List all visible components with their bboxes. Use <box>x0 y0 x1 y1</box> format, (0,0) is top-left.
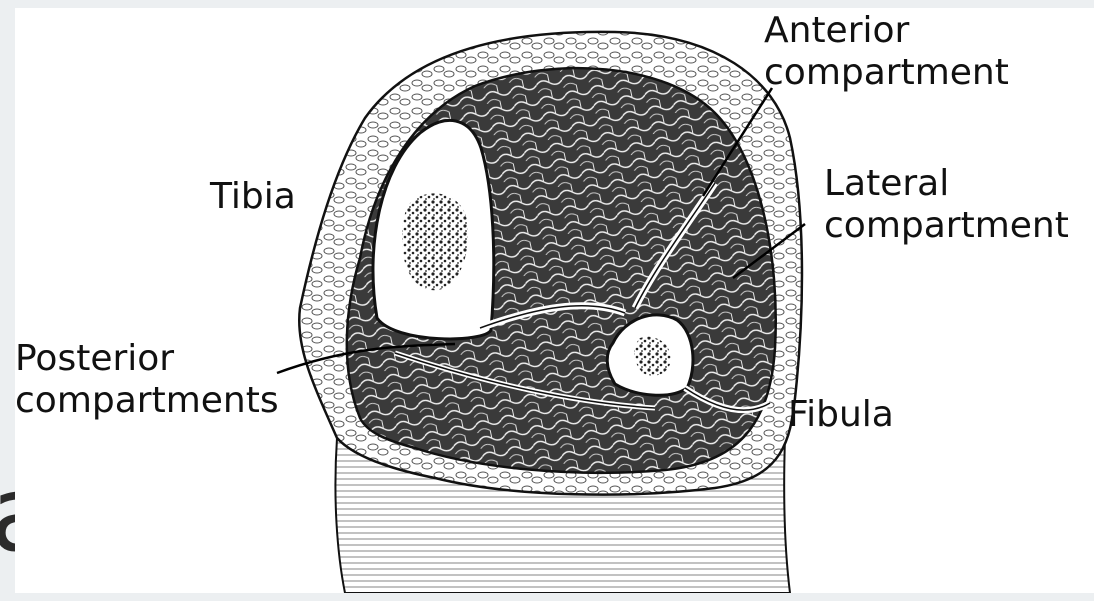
lateral-compartment-label-line1: Lateral <box>824 163 949 205</box>
tibia-label: Tibia <box>210 176 296 218</box>
fibula-label: Fibula <box>788 394 894 436</box>
anterior-compartment-label-line2: compartment <box>764 52 1009 94</box>
lateral-compartment-label-line2: compartment <box>824 205 1069 247</box>
posterior-compartments-label-line1: Posterior <box>15 338 174 380</box>
leg-cross-section-illustration <box>15 8 1094 593</box>
anterior-compartment-label-line1: Anterior <box>764 10 909 52</box>
leg-cross-section-figure: Anterior compartment Lateral compartment… <box>15 8 1094 593</box>
posterior-compartments-label-line2: compartments <box>15 380 279 422</box>
